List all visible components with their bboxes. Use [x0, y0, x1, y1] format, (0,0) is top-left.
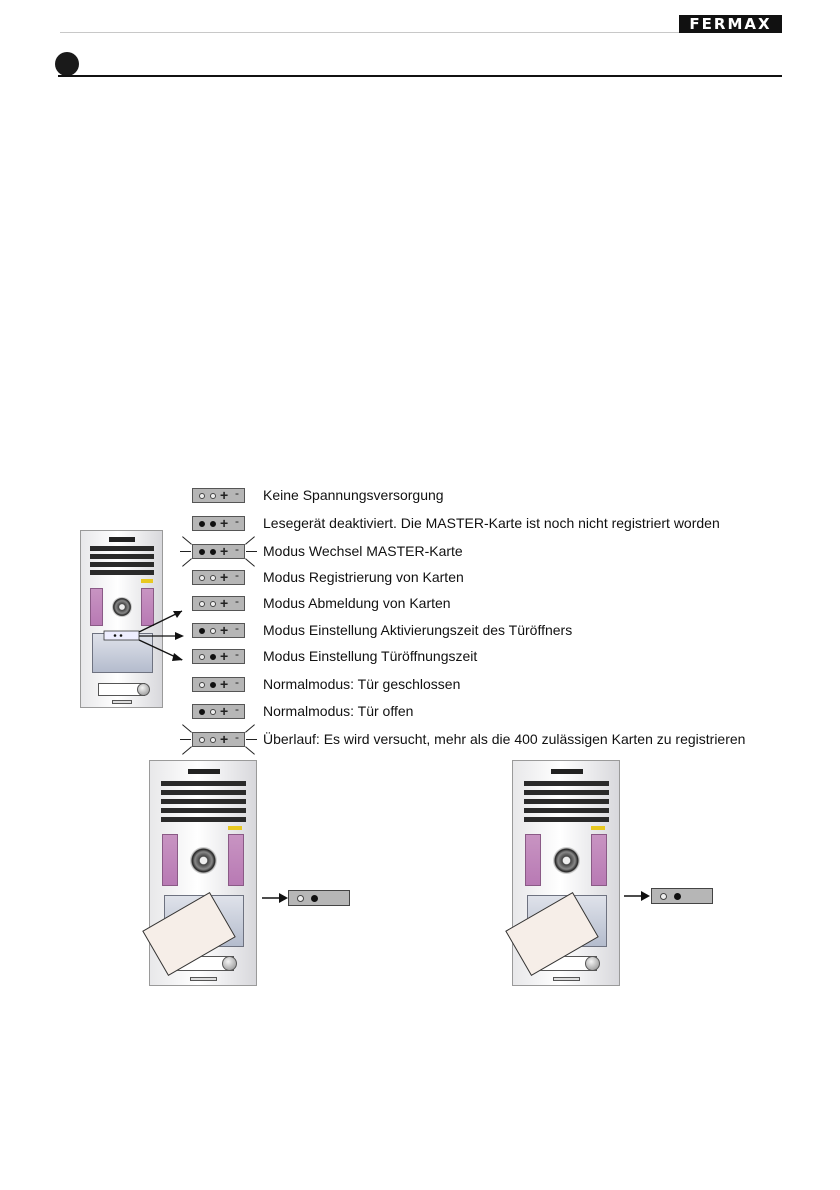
- keypad-right: [591, 834, 607, 886]
- plus-sign: +: [220, 487, 229, 503]
- led-indicator: +-: [192, 621, 245, 638]
- call-button-icon: [137, 683, 150, 696]
- plus-sign: +: [220, 515, 229, 531]
- plus-sign: +: [220, 648, 229, 664]
- led-1: [199, 682, 205, 688]
- panel-header: [109, 537, 135, 542]
- led-state-label: Lesegerät deaktiviert. Die MASTER-Karte …: [263, 515, 720, 531]
- led-indicator: +-: [192, 730, 245, 747]
- minus-sign: -: [235, 486, 239, 500]
- led-state-label: Modus Wechsel MASTER-Karte: [263, 543, 463, 559]
- keypad-right: [141, 588, 154, 626]
- led-1: [660, 893, 667, 900]
- led-indicator: +-: [192, 702, 245, 719]
- led-1: [297, 895, 304, 902]
- led-1: [199, 601, 205, 607]
- led-1: [199, 654, 205, 660]
- led-state-label: Modus Registrierung von Karten: [263, 569, 464, 585]
- minus-sign: -: [235, 568, 239, 582]
- led-2: [210, 575, 216, 581]
- led-2: [210, 601, 216, 607]
- call-button-icon: [585, 956, 600, 971]
- minus-sign: -: [235, 621, 239, 635]
- led-indicator: +-: [192, 675, 245, 692]
- led-2: [210, 493, 216, 499]
- blink-ray: [180, 551, 191, 552]
- led-1: [199, 549, 205, 555]
- led-state-label: Keine Spannungsversorgung: [263, 487, 444, 503]
- led-indicator: +-: [192, 568, 245, 585]
- led-state-label: Modus Abmeldung von Karten: [263, 595, 451, 611]
- minus-sign: -: [235, 594, 239, 608]
- camera-icon: [553, 847, 580, 874]
- example-indicator-2: [651, 888, 713, 904]
- plus-sign: +: [220, 731, 229, 747]
- led-1: [199, 575, 205, 581]
- led-state-label: Normalmodus: Tür geschlossen: [263, 676, 461, 692]
- plus-sign: +: [220, 703, 229, 719]
- minus-sign: -: [235, 542, 239, 556]
- led-indicator: +-: [192, 594, 245, 611]
- led-indicator: +-: [192, 542, 245, 559]
- plus-sign: +: [220, 676, 229, 692]
- blink-ray: [246, 551, 257, 552]
- keypad-left: [162, 834, 178, 886]
- minus-sign: -: [235, 702, 239, 716]
- plus-sign: +: [220, 543, 229, 559]
- plus-sign: +: [220, 595, 229, 611]
- led-1: [199, 521, 205, 527]
- door-panel-main: [80, 530, 163, 708]
- plus-sign: +: [220, 622, 229, 638]
- led-1: [199, 709, 205, 715]
- led-state-label: Normalmodus: Tür offen: [263, 703, 414, 719]
- header-rule: [60, 32, 680, 33]
- led-2: [210, 549, 216, 555]
- camera-icon: [190, 847, 217, 874]
- led-state-label: Überlauf: Es wird versucht, mehr als die…: [263, 731, 746, 747]
- led-2: [210, 709, 216, 715]
- led-indicator: +-: [192, 486, 245, 503]
- led-1: [199, 737, 205, 743]
- plus-sign: +: [220, 569, 229, 585]
- led-1: [199, 493, 205, 499]
- keypad-right: [228, 834, 244, 886]
- blink-ray: [180, 739, 191, 740]
- keypad-left: [525, 834, 541, 886]
- minus-sign: -: [235, 514, 239, 528]
- minus-sign: -: [235, 647, 239, 661]
- keypad-left: [90, 588, 103, 626]
- section-bullet-icon: [55, 52, 79, 76]
- led-2: [210, 654, 216, 660]
- led-2: [210, 521, 216, 527]
- minus-sign: -: [235, 675, 239, 689]
- led-state-label: Modus Einstellung Aktivierungszeit des T…: [263, 622, 573, 638]
- camera-icon: [112, 597, 132, 617]
- led-indicator: +-: [192, 647, 245, 664]
- example-indicator-1: [288, 890, 350, 906]
- call-button-icon: [222, 956, 237, 971]
- fermax-logo: FERMAX: [679, 15, 782, 33]
- led-2: [210, 628, 216, 634]
- section-rule: [58, 75, 782, 77]
- led-state-label: Modus Einstellung Türöffnungszeit: [263, 648, 478, 664]
- blink-ray: [246, 739, 257, 740]
- led-2: [674, 893, 681, 900]
- led-2: [311, 895, 318, 902]
- led-2: [210, 737, 216, 743]
- led-indicator: +-: [192, 514, 245, 531]
- minus-sign: -: [235, 730, 239, 744]
- led-2: [210, 682, 216, 688]
- led-1: [199, 628, 205, 634]
